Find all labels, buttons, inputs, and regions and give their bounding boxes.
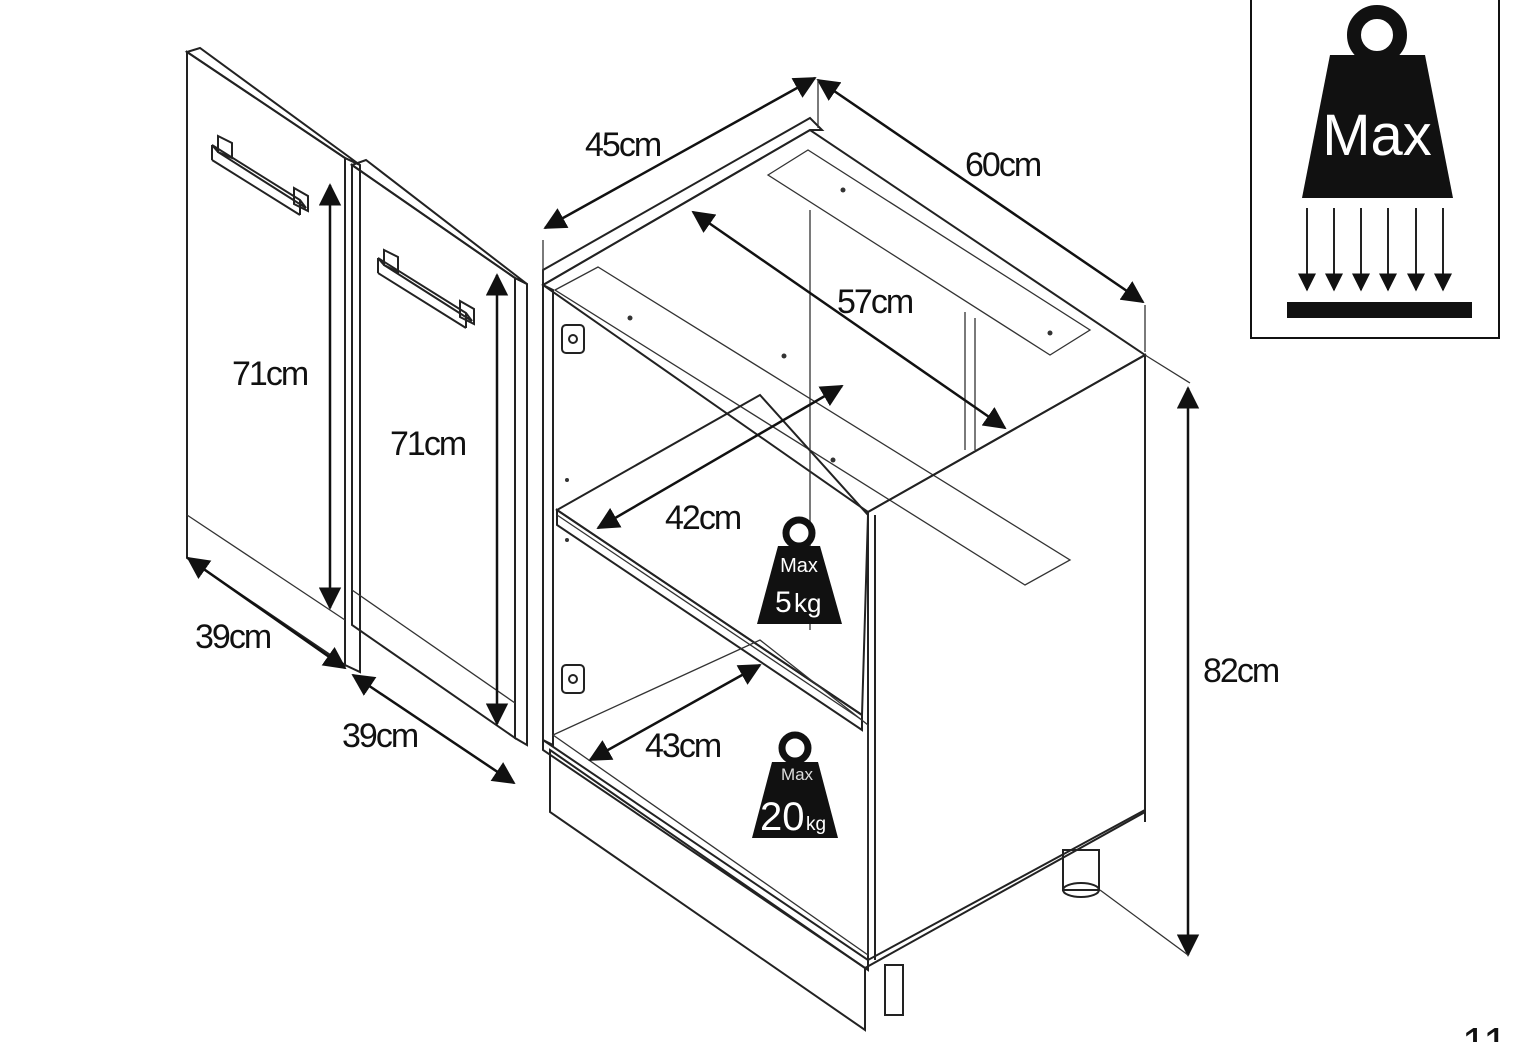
dimension-arrows <box>186 76 1200 957</box>
cabinet-width-label: 45cm <box>585 126 661 164</box>
leg-rear <box>1062 849 1100 898</box>
door-left-height-label: 71cm <box>232 355 308 393</box>
door-right-handle <box>377 248 475 329</box>
door-right-height-label: 71cm <box>390 425 466 463</box>
inner-depth-label: 57cm <box>837 283 913 321</box>
cabinet-height-label: 82cm <box>1203 652 1279 690</box>
shelf-depth-label: 42cm <box>665 499 741 537</box>
bottom-weight-value: 20 <box>760 795 805 839</box>
door-left-width-label: 39cm <box>195 618 271 656</box>
cabinet-body <box>541 116 1147 1032</box>
hinge-bottom <box>561 664 585 694</box>
legend-max-label: Max <box>1322 103 1432 168</box>
bottom-weight-unit: kg <box>806 814 826 835</box>
door-left-handle <box>211 134 309 216</box>
shelf-weight-icon: Max 5 kg <box>757 516 842 624</box>
load-surface-bar <box>1287 302 1472 318</box>
page-number: 11 <box>1462 1019 1508 1042</box>
shelf-weight-value: 5 <box>775 586 792 619</box>
leg-front <box>884 964 904 1016</box>
hinge-top <box>561 324 585 354</box>
shelf-weight-max: Max <box>780 555 818 577</box>
down-arrows-icon <box>1298 208 1452 292</box>
max-load-legend: Max <box>1250 0 1500 339</box>
bottom-depth-label: 43cm <box>645 727 721 765</box>
bottom-weight-max: Max <box>781 765 814 784</box>
cabinet-depth-label: 60cm <box>965 146 1041 184</box>
shelf-weight-unit: kg <box>794 588 821 618</box>
door-right-width-label: 39cm <box>342 717 418 755</box>
bottom-weight-icon: Max 20 kg <box>752 731 838 839</box>
